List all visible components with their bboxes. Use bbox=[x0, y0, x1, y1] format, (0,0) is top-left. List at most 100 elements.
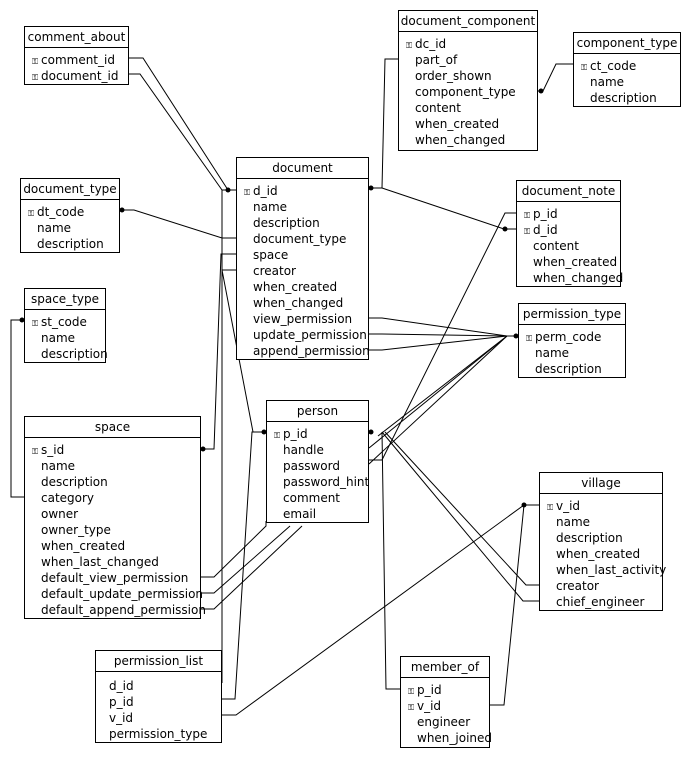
attribute-when-changed: when_changed bbox=[244, 295, 368, 311]
key-icon: ⚿ bbox=[524, 211, 531, 220]
attribute-name: name bbox=[590, 75, 625, 89]
key-icon: ⚿ bbox=[406, 41, 413, 50]
attribute-description: description bbox=[32, 474, 200, 490]
attribute-description: description bbox=[244, 215, 368, 231]
key-icon: ⚿ bbox=[32, 447, 39, 456]
attribute-when-created: when_created bbox=[524, 254, 620, 270]
attribute-name: chief_engineer bbox=[556, 595, 645, 609]
fk-dot bbox=[19, 317, 25, 323]
attribute-name: creator bbox=[556, 579, 599, 593]
rel-update-permission bbox=[369, 333, 508, 337]
fk-dot bbox=[502, 226, 508, 232]
attribute-name: default_view_permission bbox=[41, 571, 189, 585]
entity-title: space bbox=[25, 417, 200, 438]
attribute-name: name bbox=[41, 459, 76, 473]
attribute-when-created: when_created bbox=[244, 279, 368, 295]
entity-title: member_of bbox=[401, 657, 489, 678]
attribute-v-id: ⚿v_id bbox=[408, 698, 489, 714]
rel-default-view bbox=[201, 521, 267, 578]
rel-village-member bbox=[490, 504, 539, 706]
entity-title: document bbox=[237, 158, 368, 179]
fk-dot bbox=[538, 88, 544, 94]
fk-dot bbox=[119, 207, 125, 213]
attribute-name: name bbox=[32, 458, 200, 474]
rel-default-append bbox=[201, 525, 303, 610]
attribute-default-append-permission: default_append_permission bbox=[32, 602, 206, 618]
attribute-d-id: ⚿d_id bbox=[524, 222, 620, 238]
fk-dot bbox=[261, 429, 267, 435]
attribute-dc-id: ⚿dc_id bbox=[406, 36, 537, 52]
fk-dot bbox=[200, 446, 206, 452]
rel-document-permlist bbox=[221, 189, 236, 683]
rel-document-id-document bbox=[129, 73, 223, 191]
attribute-description: description bbox=[32, 346, 108, 362]
attribute-name: permission_type bbox=[109, 727, 208, 741]
attribute-name: owner bbox=[41, 507, 79, 521]
entity-title: comment_about bbox=[25, 27, 128, 48]
key-icon: ⚿ bbox=[547, 503, 554, 512]
key-icon: ⚿ bbox=[244, 188, 251, 197]
attribute-name: creator bbox=[253, 264, 296, 278]
attribute-name: description bbox=[253, 216, 320, 230]
attribute-when-created: when_created bbox=[547, 546, 662, 562]
attribute-view-permission: view_permission bbox=[244, 311, 368, 327]
attribute-owner: owner bbox=[32, 506, 200, 522]
attribute-part-of: part_of bbox=[406, 52, 537, 68]
attribute-name: space bbox=[253, 248, 289, 262]
attribute-name: category bbox=[41, 491, 95, 505]
fk-dot bbox=[368, 429, 374, 435]
rel-component-part-of bbox=[369, 58, 398, 189]
attribute-comment-id: ⚿comment_id bbox=[32, 52, 128, 68]
attribute-name: when_changed bbox=[253, 296, 344, 310]
attribute-v-id: ⚿v_id bbox=[547, 498, 662, 514]
attribute-name: default_update_permission bbox=[41, 587, 204, 601]
attribute-name: p_id bbox=[417, 683, 442, 697]
attribute-s-id: ⚿s_id bbox=[32, 442, 200, 458]
attribute-name: v_id bbox=[109, 711, 134, 725]
entity-title: village bbox=[540, 473, 662, 494]
rel-person-permlist bbox=[222, 431, 266, 700]
attribute-update-permission: update_permission bbox=[244, 327, 368, 343]
attribute-name: name bbox=[535, 346, 570, 360]
fk-dot bbox=[225, 187, 231, 193]
attribute-name: description bbox=[590, 91, 657, 105]
entity-title: document_component bbox=[399, 11, 537, 32]
attribute-handle: handle bbox=[274, 442, 368, 458]
attribute-name: name bbox=[41, 331, 76, 345]
attribute-dt-code: ⚿dt_code bbox=[28, 204, 119, 220]
entity-comment-about[interactable]: comment_about ⚿comment_id⚿document_id bbox=[24, 26, 129, 85]
attribute-password: password bbox=[274, 458, 368, 474]
attribute-d-id: d_id bbox=[109, 678, 221, 694]
key-icon: ⚿ bbox=[524, 227, 531, 236]
rel-village-permlist bbox=[222, 504, 525, 716]
attribute-name: content bbox=[533, 239, 579, 253]
attribute-engineer: engineer bbox=[408, 714, 489, 730]
attribute-v-id: v_id bbox=[109, 710, 221, 726]
rel-append-permission bbox=[369, 335, 508, 351]
attribute-name: d_id bbox=[533, 223, 558, 237]
attribute-name: dc_id bbox=[415, 37, 447, 51]
attribute-name: name bbox=[556, 515, 591, 529]
attribute-name: description bbox=[556, 531, 623, 545]
attribute-name: description bbox=[41, 347, 108, 361]
entity-title: document_note bbox=[517, 181, 620, 202]
